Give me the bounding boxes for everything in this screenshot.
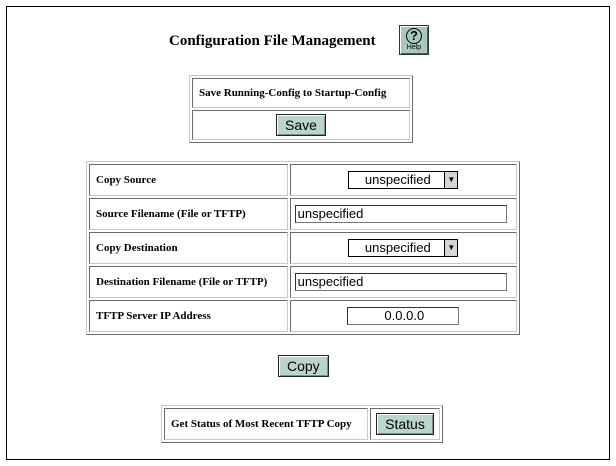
chevron-down-icon[interactable]: ▼ (444, 240, 458, 257)
tftp-status-label: Get Status of Most Recent TFTP Copy (164, 408, 368, 440)
save-config-panel: Save Running-Config to Startup-Config Sa… (189, 75, 413, 143)
page-title: Configuration File Management (169, 33, 376, 49)
copy-destination-value: unspecified (364, 240, 431, 256)
copy-source-label: Copy Source (89, 164, 288, 196)
question-icon: ? (406, 28, 422, 44)
copy-button[interactable]: Copy (278, 355, 329, 377)
source-filename-input[interactable]: unspecified (294, 205, 507, 223)
tftp-server-label: TFTP Server IP Address (89, 300, 288, 332)
tftp-server-input[interactable]: 0.0.0.0 (347, 307, 460, 325)
copy-destination-select[interactable]: unspecified ▼ (348, 239, 459, 258)
source-filename-label: Source Filename (File or TFTP) (89, 198, 288, 230)
status-button[interactable]: Status (376, 413, 434, 435)
copy-destination-label: Copy Destination (89, 232, 288, 264)
tftp-status-panel: Get Status of Most Recent TFTP Copy Stat… (161, 405, 443, 443)
copy-config-form: Copy Source unspecified ▼ Source Filenam… (86, 161, 520, 335)
copy-source-value: unspecified (364, 172, 431, 188)
chevron-down-icon[interactable]: ▼ (444, 172, 458, 189)
save-button[interactable]: Save (276, 114, 326, 136)
destination-filename-label: Destination Filename (File or TFTP) (89, 266, 288, 298)
page-frame (6, 6, 610, 460)
help-button[interactable]: ? Help (399, 25, 429, 55)
save-config-header: Save Running-Config to Startup-Config (192, 78, 410, 108)
copy-source-select[interactable]: unspecified ▼ (348, 171, 459, 190)
help-label: Help (406, 44, 422, 51)
destination-filename-input[interactable]: unspecified (294, 273, 507, 291)
